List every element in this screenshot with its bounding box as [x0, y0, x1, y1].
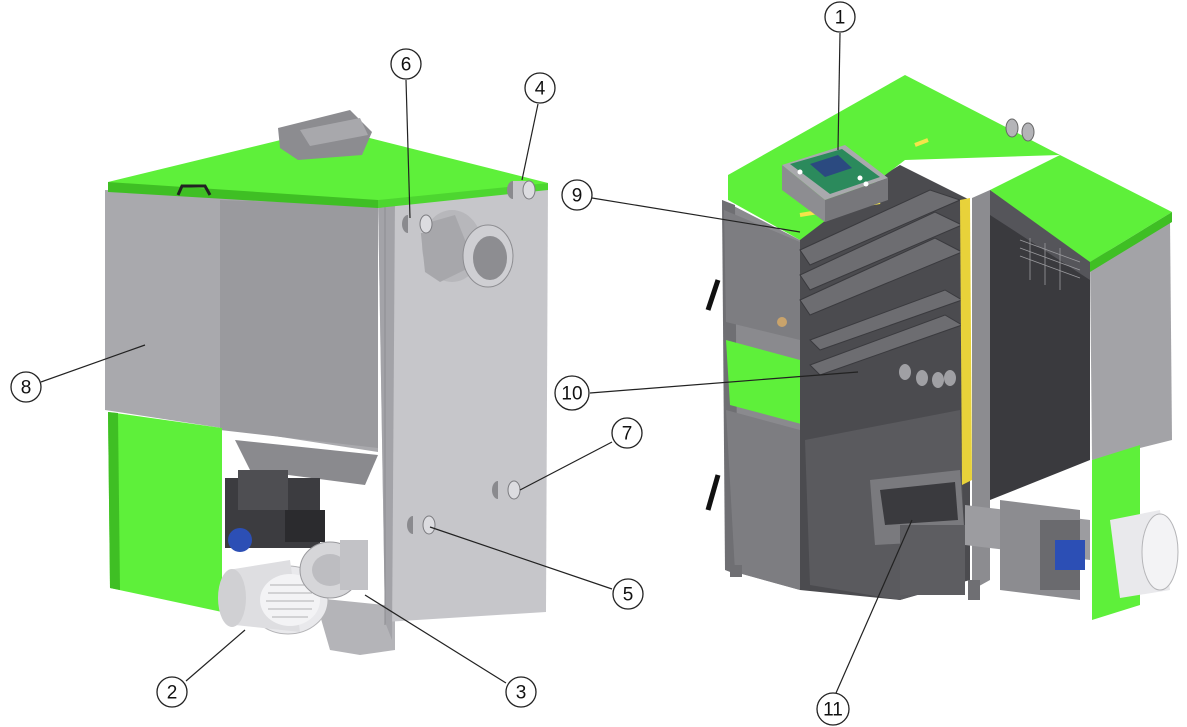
callout-4: 4 — [524, 72, 556, 104]
hopper-interior — [990, 190, 1090, 500]
burner-auger — [870, 470, 1090, 600]
leader-3 — [364, 594, 507, 684]
middle-green-panel — [726, 340, 805, 425]
lower-front-panel — [108, 412, 222, 612]
callout-9: 9 — [561, 179, 593, 211]
callout-7-label: 7 — [622, 424, 633, 445]
leader-8 — [40, 344, 146, 383]
leader-lines — [40, 32, 913, 694]
leader-4 — [521, 103, 539, 181]
blower-fan — [299, 540, 368, 599]
callout-1: 1 — [824, 1, 856, 33]
top-cover — [108, 128, 548, 206]
boiler-cutaway-view — [705, 75, 1179, 620]
leader-1 — [837, 32, 841, 151]
callout-1-label: 1 — [835, 8, 846, 29]
auger-motor — [1110, 510, 1179, 598]
leader-9 — [591, 197, 801, 233]
callout-5-label: 5 — [623, 585, 634, 606]
callout-8-label: 8 — [21, 378, 32, 399]
leader-7 — [519, 441, 613, 491]
callout-3-label: 3 — [516, 683, 527, 704]
leader-10 — [589, 371, 859, 394]
callout-10: 10 — [554, 375, 590, 411]
callout-8: 8 — [10, 371, 42, 403]
controller-panel — [782, 145, 888, 222]
burner-fan-assembly — [225, 470, 325, 552]
callout-11: 11 — [816, 692, 850, 726]
callout-6: 6 — [390, 48, 422, 80]
callout-10-label: 10 — [561, 384, 582, 405]
pipe-stubs — [402, 180, 536, 535]
flue-outlet — [420, 210, 514, 288]
leader-6 — [405, 79, 411, 219]
callout-3: 3 — [505, 676, 537, 708]
leader-11 — [835, 519, 913, 694]
callout-5: 5 — [612, 578, 644, 610]
lower-door — [726, 410, 800, 590]
upper-door — [724, 210, 800, 340]
callout-labels: 1 2 3 4 5 6 7 8 — [10, 1, 856, 726]
callout-9-label: 9 — [572, 186, 583, 207]
callout-6-label: 6 — [401, 55, 412, 76]
heat-exchanger-baffles — [799, 189, 964, 376]
fan-motor — [218, 560, 340, 635]
callout-7: 7 — [611, 417, 643, 449]
leader-2 — [185, 629, 246, 682]
exchanger-tubes — [899, 364, 956, 388]
callout-2-label: 2 — [167, 683, 178, 704]
side-panel — [378, 183, 548, 622]
boiler-exterior-view — [105, 110, 548, 655]
leader-5 — [429, 526, 613, 590]
callout-2: 2 — [156, 676, 188, 708]
callout-11-label: 11 — [823, 700, 843, 721]
callout-4-label: 4 — [535, 79, 546, 100]
